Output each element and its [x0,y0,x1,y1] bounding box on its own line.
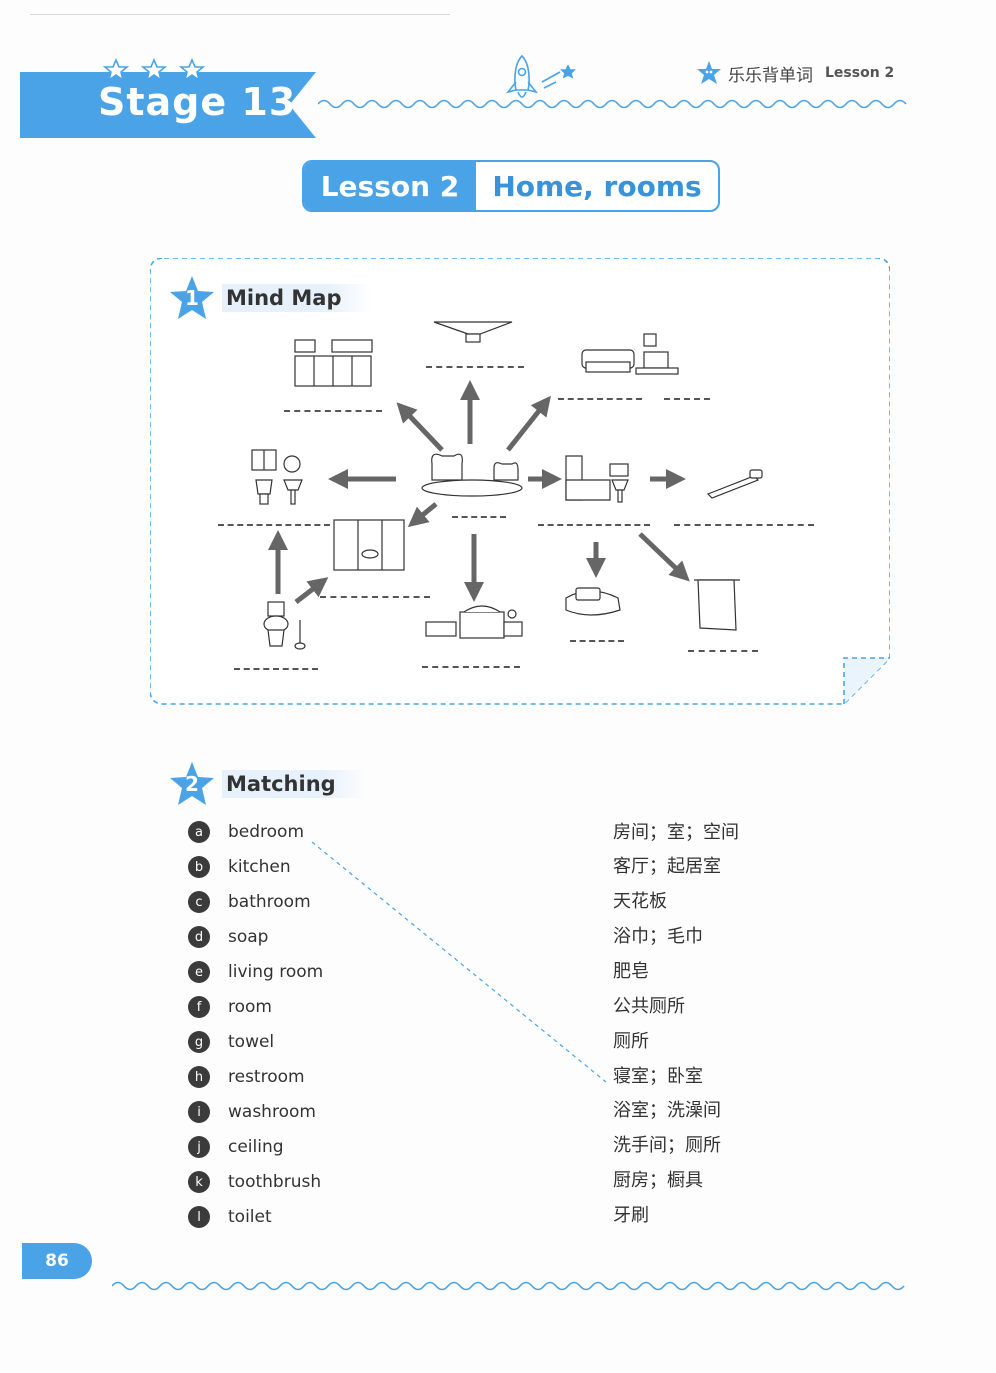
letter-badge: h [188,1066,210,1088]
match-item-f[interactable]: f room [188,995,272,1019]
english-word: washroom [228,1102,316,1122]
chinese-definition[interactable]: 天花板 [613,891,667,912]
answer-blank [570,640,624,642]
star-logo-icon [697,61,721,84]
mind-map-diagram [251,321,763,650]
match-item-j[interactable]: j ceiling [188,1135,284,1159]
answer-blank [558,398,642,400]
answer-blank [284,410,382,412]
letter-badge: a [188,821,210,843]
chinese-definition[interactable]: 浴巾；毛巾 [613,926,703,947]
answer-blank [320,596,430,598]
match-item-k[interactable]: k toothbrush [188,1170,321,1194]
chinese-definition[interactable]: 客厅；起居室 [613,856,721,877]
header-book-info: 乐乐背单词 Lesson 2 [696,60,894,86]
english-word: towel [228,1032,275,1052]
match-item-a[interactable]: a bedroom [188,820,304,844]
letter-badge: g [188,1031,210,1053]
chinese-definition[interactable]: 房间；室；空间 [613,822,739,843]
english-word: toothbrush [228,1172,322,1192]
match-item-d[interactable]: d soap [188,925,268,949]
match-item-i[interactable]: i washroom [188,1100,316,1124]
english-word: bedroom [228,822,305,842]
section-number: 2 [185,772,199,796]
english-word: kitchen [228,857,291,877]
english-word: restroom [228,1067,305,1087]
chinese-definition[interactable]: 肥皂 [613,961,649,982]
chinese-definition[interactable]: 寝室；卧室 [613,1066,703,1087]
letter-badge: c [188,891,210,913]
header-lesson-label: Lesson 2 [825,65,895,81]
match-item-c[interactable]: c bathroom [188,890,311,914]
footer-wave-line [112,1281,905,1291]
lesson-title-pill: Lesson 2 Home, rooms [302,160,720,212]
letter-badge: j [188,1136,210,1158]
letter-badge: i [188,1101,210,1123]
lesson-number: Lesson 2 [304,162,476,210]
chinese-definition[interactable]: 浴室；洗澡间 [613,1100,721,1121]
stage-banner [20,72,316,138]
chinese-definition[interactable]: 厨房；橱具 [613,1170,703,1191]
top-border-line [30,14,450,15]
letter-badge: d [188,926,210,948]
match-item-b[interactable]: b kitchen [188,855,291,879]
english-word: ceiling [228,1137,284,1157]
letter-badge: l [188,1206,210,1228]
chinese-definition[interactable]: 公共厕所 [613,996,685,1017]
english-word: living room [228,962,324,982]
match-item-g[interactable]: g towel [188,1030,274,1054]
stars-decoration-icon [102,58,206,82]
letter-badge: b [188,856,210,878]
rocket-icon [505,54,576,98]
match-item-h[interactable]: h restroom [188,1065,305,1089]
section-number: 1 [185,286,199,310]
english-word: toilet [228,1207,272,1227]
english-word: bathroom [228,892,311,912]
chinese-definition[interactable]: 厕所 [613,1031,649,1052]
answer-blank [538,524,650,526]
answer-blank [674,524,814,526]
matching-header: 2 Matching [168,760,366,808]
answer-blank [422,666,520,668]
answer-blank [426,366,524,368]
answer-blank [688,650,758,652]
chinese-definition[interactable]: 洗手间；厕所 [613,1135,721,1156]
answer-blank [452,516,506,518]
letter-badge: k [188,1171,210,1193]
mind-map-title: Mind Map [222,284,372,312]
stage-title: Stage 13 [98,80,297,124]
match-item-l[interactable]: l toilet [188,1205,272,1229]
english-word: soap [228,927,269,947]
match-item-e[interactable]: e living room [188,960,323,984]
section-star-icon: 2 [168,760,216,808]
letter-badge: f [188,996,210,1018]
section-star-icon: 1 [168,274,216,322]
answer-blank [664,398,710,400]
mind-map-header: 1 Mind Map [168,274,372,322]
letter-badge: e [188,961,210,983]
matching-title: Matching [222,770,366,798]
lesson-topic: Home, rooms [492,169,702,203]
book-title: 乐乐背单词 [728,65,813,86]
answer-blank [218,524,330,526]
page-number: 86 [22,1243,92,1279]
chinese-definition[interactable]: 牙刷 [613,1205,649,1226]
header-wave-line [318,99,907,109]
answer-blank [234,668,318,670]
english-word: room [228,997,272,1017]
example-match-line [311,841,607,1083]
